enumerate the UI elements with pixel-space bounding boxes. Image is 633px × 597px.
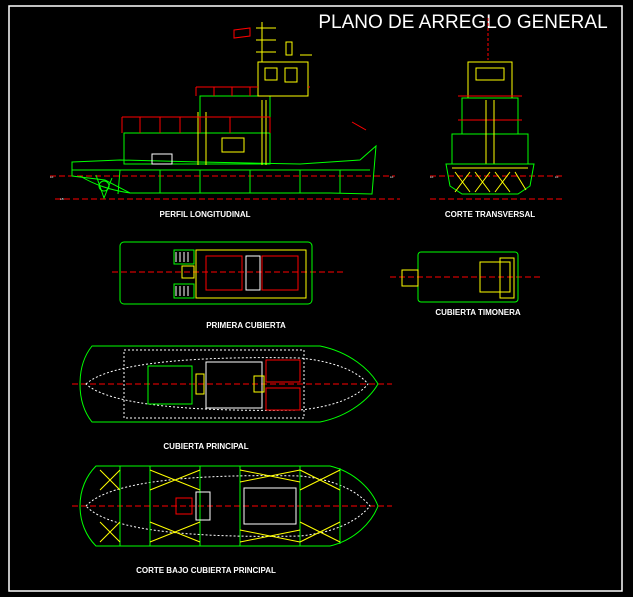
transverse-hull <box>445 163 535 195</box>
below-deck-hull <box>79 465 379 547</box>
svg-text:LF: LF <box>430 175 434 179</box>
first-deck-view <box>112 241 345 305</box>
wheelhouse-deck-view <box>390 251 540 303</box>
label-wheelhouse-deck: CUBIERTA TIMONERA <box>435 308 521 317</box>
svg-text:LF: LF <box>50 175 54 179</box>
profile-rails <box>121 86 310 133</box>
main-deck-hull <box>79 345 379 423</box>
first-deck-outline <box>119 241 313 305</box>
profile-mast <box>256 22 312 62</box>
label-below-deck: CORTE BAJO CUBIERTA PRINCIPAL <box>136 566 276 575</box>
svg-text:LF: LF <box>555 175 559 179</box>
svg-text:LF: LF <box>390 175 394 179</box>
profile-main-house <box>123 132 271 165</box>
profile-view: LF LB LF <box>50 22 400 201</box>
label-main-deck: CUBIERTA PRINCIPAL <box>163 442 248 451</box>
profile-hull <box>71 144 377 195</box>
transverse-view: LF LF <box>430 18 565 200</box>
label-profile: PERFIL LONGITUDINAL <box>160 210 251 219</box>
drawing-frame <box>8 5 623 592</box>
below-deck-view <box>72 465 392 547</box>
label-transverse: CORTE TRANSVERSAL <box>445 210 535 219</box>
label-first-deck: PRIMERA CUBIERTA <box>206 321 286 330</box>
svg-text:LB: LB <box>60 197 64 201</box>
main-deck-view <box>72 345 392 423</box>
drawing-title: PLANO DE ARREGLO GENERAL <box>318 12 607 33</box>
